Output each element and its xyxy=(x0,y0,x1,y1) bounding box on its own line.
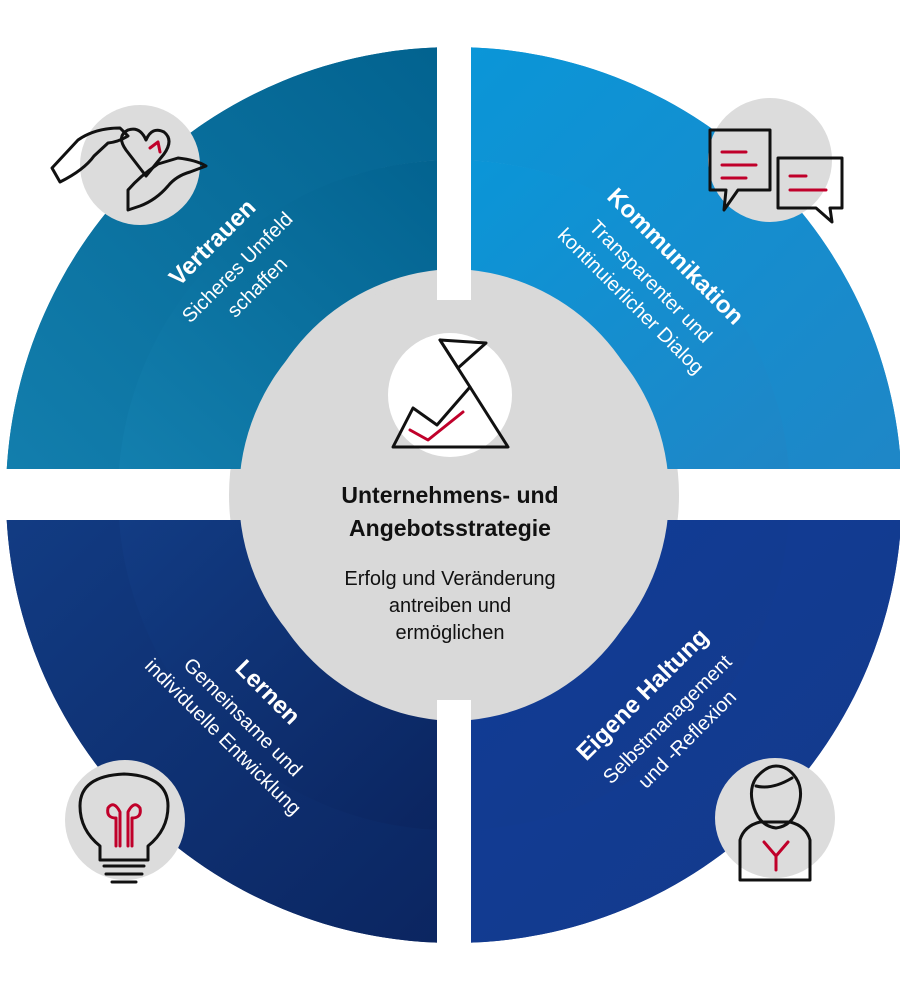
gap-right xyxy=(788,469,900,520)
center-subtitle-line3: ermöglichen xyxy=(396,622,505,644)
speech-bubbles-icon xyxy=(708,128,844,224)
mountain-flag-icon xyxy=(391,338,510,449)
gap-top xyxy=(437,0,471,300)
center-icon-circle xyxy=(388,333,512,457)
center-title-line2: Angebotsstrategie xyxy=(349,515,551,541)
center-subtitle-line1: Erfolg und Veränderung xyxy=(344,568,555,590)
lernen-icon-circle xyxy=(65,760,185,880)
lightbulb-icon xyxy=(78,772,170,884)
vertrauen-icon-circle xyxy=(80,105,200,225)
center-title-line1: Unternehmens- und xyxy=(341,482,558,508)
eigene-haltung-icon-circle xyxy=(715,758,835,878)
center-disc-top xyxy=(239,280,669,710)
gap-bottom xyxy=(437,700,471,986)
gap-left xyxy=(0,469,120,520)
person-icon xyxy=(738,764,812,882)
hands-heart-icon xyxy=(50,126,208,212)
center-subtitle-line2: antreiben und xyxy=(389,595,511,617)
